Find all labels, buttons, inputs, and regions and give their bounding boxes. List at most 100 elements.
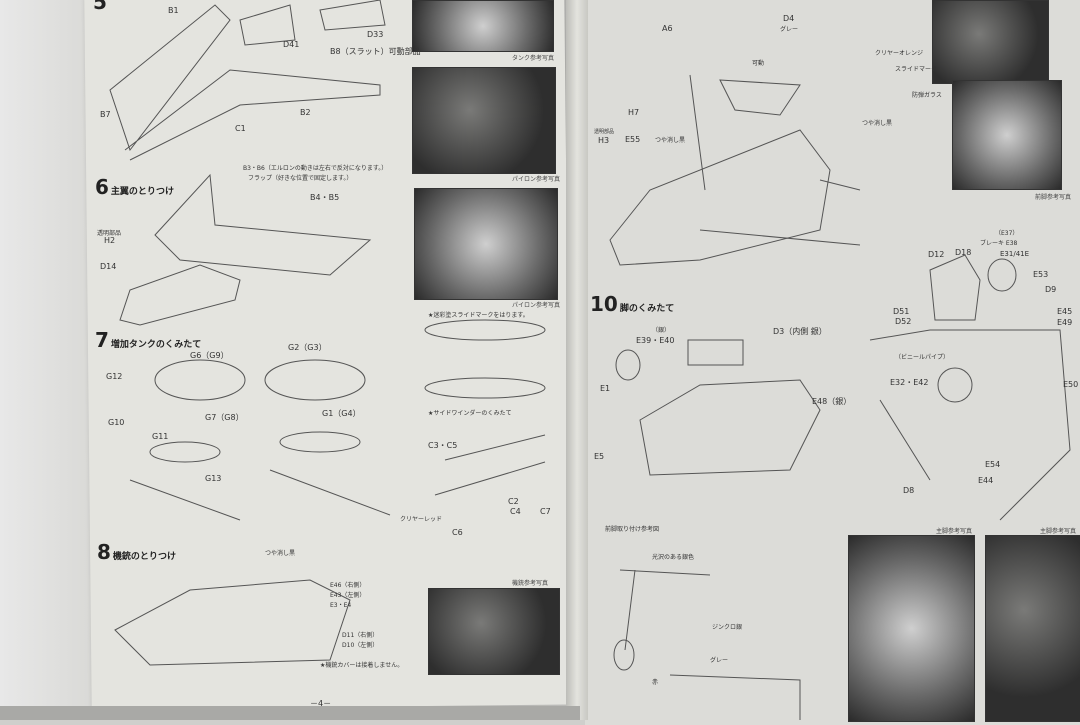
part-label: H2: [104, 236, 116, 245]
front-gear-wheel: [613, 639, 635, 671]
gun-reference-photo: [428, 588, 560, 675]
part-label: C4: [510, 507, 521, 516]
drop-tank-drawing: [154, 359, 246, 401]
photo-caption: 機銃参考写真: [512, 580, 549, 587]
gear-door: [687, 339, 744, 366]
part-label: 防弾ガラス: [912, 92, 942, 99]
part-label: ジンクロ銀: [712, 624, 743, 631]
part-label: E45: [1057, 307, 1073, 316]
part-label: G7（G8）: [205, 413, 244, 422]
part-label: （E37）: [995, 230, 1019, 237]
main-gear-drawing: [869, 329, 1071, 521]
background-surface: [0, 0, 95, 720]
part-label: D33: [367, 30, 384, 39]
part-label: E44: [978, 476, 994, 485]
part-label: E55: [625, 135, 641, 144]
front-gear-reference-photo: [932, 0, 1049, 84]
pylon-drawing: [129, 469, 391, 521]
main-gear-reference-photo: [848, 535, 975, 722]
part-label: つや消し黒: [265, 550, 296, 557]
part-label: スライドマーク: [895, 66, 938, 73]
photo-caption: パイロン参考写真: [512, 176, 561, 183]
part-label: 可動: [752, 60, 765, 67]
step-title: 増加タンクのくみたて: [110, 340, 202, 350]
part-label: E49: [1057, 318, 1073, 327]
part-label: B3・B6（エルロンの動きは左右で反対になります。）: [243, 165, 388, 172]
tank-reference-photo: [412, 0, 554, 52]
part-label: G12: [106, 372, 123, 381]
photo-caption: タンク参考写真: [512, 55, 555, 62]
part-label: B4・B5: [310, 193, 340, 202]
part-label: E54: [985, 460, 1001, 469]
part-label: フラップ（好きな位置で固定します。）: [248, 175, 353, 182]
part-label: C7: [540, 507, 551, 516]
page-number: －4－: [310, 699, 332, 708]
part-label: C3・C5: [428, 441, 458, 450]
drop-tank-drawing: [264, 359, 366, 401]
nose-gear-bay-drawing: [639, 379, 821, 476]
part-label: D14: [100, 262, 117, 271]
part-label: C6: [452, 528, 463, 537]
part-label: D18: [955, 248, 972, 257]
instruction-note: ★サイドワインダーのくみたて: [428, 410, 512, 417]
part-label: E31/41E: [1000, 250, 1030, 258]
part-label: つや消し黒: [862, 120, 893, 127]
part-label: D8: [903, 486, 915, 495]
wing-root-drawing: [699, 179, 861, 246]
part-label: D41: [283, 40, 300, 49]
part-label: B7: [100, 110, 111, 119]
part-label: 光沢のある銀色: [652, 554, 695, 561]
photo-caption: パイロン参考写真: [512, 302, 561, 309]
part-label: ブレーキ E38: [980, 240, 1018, 247]
step-number: 6: [95, 175, 109, 199]
part-label: E39・E40: [636, 336, 675, 345]
part-label: グレー: [710, 657, 729, 664]
part-label: E53: [1033, 270, 1049, 279]
main-wheel: [937, 367, 973, 403]
nose-wheel: [615, 349, 641, 381]
part-label: B1: [168, 6, 179, 15]
step-title: 脚のくみたて: [619, 304, 675, 314]
part-label: G11: [152, 432, 169, 441]
sidewinder-drawing: [434, 434, 546, 496]
step-title: 主翼のとりつけ: [110, 187, 175, 197]
tank-side-view: [424, 377, 546, 399]
section-title: 前脚取り付け参考図: [605, 526, 660, 533]
part-label: 赤: [652, 679, 659, 686]
part-label: クリヤーレッド: [400, 516, 443, 523]
part-label: E3・E4: [330, 602, 352, 609]
main-wheel-upper: [987, 258, 1017, 292]
part-label: G2（G3）: [288, 343, 327, 352]
part-label: （銀）: [652, 327, 671, 334]
nose-gun-drawing: [114, 579, 351, 666]
part-label: B2: [300, 108, 311, 117]
part-label: D12: [928, 250, 945, 259]
slat-part: [239, 0, 386, 46]
part-label: G1（G4）: [322, 409, 361, 418]
part-label: 透明部品: [97, 230, 122, 237]
main-gear-cover: [929, 254, 981, 321]
part-label: D52: [895, 317, 912, 326]
part-label: E48（銀）: [812, 397, 852, 406]
part-label: つや消し黒: [655, 137, 686, 144]
instruction-note: ★迷彩塗スライドマークをはります。: [428, 312, 529, 319]
step-number: 7: [95, 328, 109, 352]
booklet-spine: [566, 0, 588, 720]
part-label: 透明部品: [594, 129, 615, 135]
pylon-reference-photo-2: [414, 188, 558, 300]
photo-caption: 主脚参考写真: [1040, 528, 1077, 535]
step-title: 機銃のとりつけ: [112, 552, 177, 562]
fuselage-wing-drawing: [119, 173, 372, 326]
canopy-fuselage-drawing: [609, 74, 831, 266]
part-label: E1: [600, 384, 611, 393]
part-label: グレー: [780, 26, 799, 33]
part-label: G10: [108, 418, 125, 427]
step-number: 5: [93, 0, 107, 14]
part-label: A6: [662, 24, 673, 33]
part-label: D9: [1045, 285, 1057, 294]
part-label: E43（左側）: [330, 592, 366, 599]
